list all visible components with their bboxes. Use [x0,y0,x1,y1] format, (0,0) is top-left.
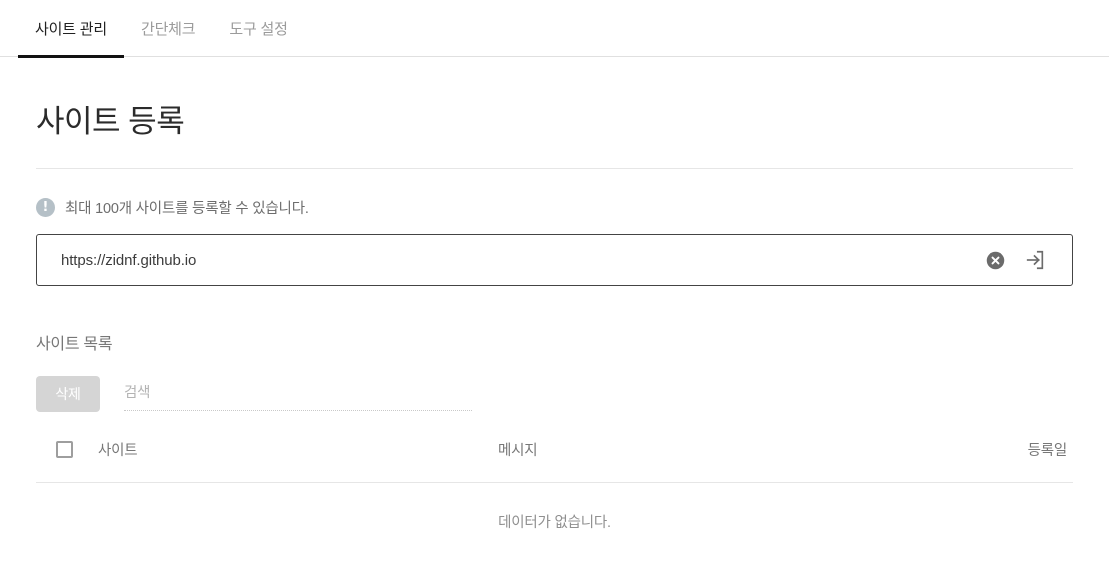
login-enter-arrow-icon-svg [1026,251,1044,270]
search-input[interactable] [124,385,472,412]
url-field-actions [985,249,1056,271]
site-list-heading: 사이트 목록 [36,336,113,354]
tab-quick-check[interactable]: 간단체크 [124,0,212,57]
tab-label: 도구 설정 [229,21,288,38]
site-list-toolbar: 삭제 [36,376,1073,413]
site-url-input[interactable] [61,235,985,286]
page-title: 사이트 등록 [36,104,185,139]
clear-circle-x-icon[interactable] [985,250,1006,271]
site-url-field[interactable] [36,234,1073,287]
site-list-table: 사이트 메시지 등록일 데이터가 없습니다. [36,439,1073,532]
delete-button[interactable]: 삭제 [36,376,100,413]
tab-site-management[interactable]: 사이트 관리 [18,0,124,58]
select-all-checkbox[interactable] [56,441,73,459]
tab-label: 사이트 관리 [35,21,107,38]
column-header-site: 사이트 [98,439,498,484]
search-field[interactable] [124,376,472,412]
table-body: 데이터가 없습니다. [36,483,1073,533]
title-divider [36,168,1073,170]
empty-state-text: 데이터가 없습니다. [498,515,611,532]
select-all-cell [36,439,98,484]
table-header: 사이트 메시지 등록일 [36,439,1073,484]
empty-state-row: 데이터가 없습니다. [36,483,1073,533]
notice-text: 최대 100개 사이트를 등록할 수 있습니다. [65,201,309,218]
main-content: 사이트 등록 ! 최대 100개 사이트를 등록할 수 있습니다. [0,57,1109,532]
tab-bar: 사이트 관리 간단체크 도구 설정 [0,0,1109,58]
tab-label: 간단체크 [140,21,196,38]
tab-tool-settings[interactable]: 도구 설정 [212,0,304,57]
clear-circle-x-icon-svg [986,251,1005,269]
notice-banner: ! 최대 100개 사이트를 등록할 수 있습니다. [36,197,1073,218]
info-exclamation-icon: ! [36,198,55,218]
table-header-row: 사이트 메시지 등록일 [36,439,1073,484]
login-enter-arrow-icon[interactable] [1024,249,1046,271]
column-header-date: 등록일 [968,439,1073,484]
column-header-message: 메시지 [498,439,968,484]
